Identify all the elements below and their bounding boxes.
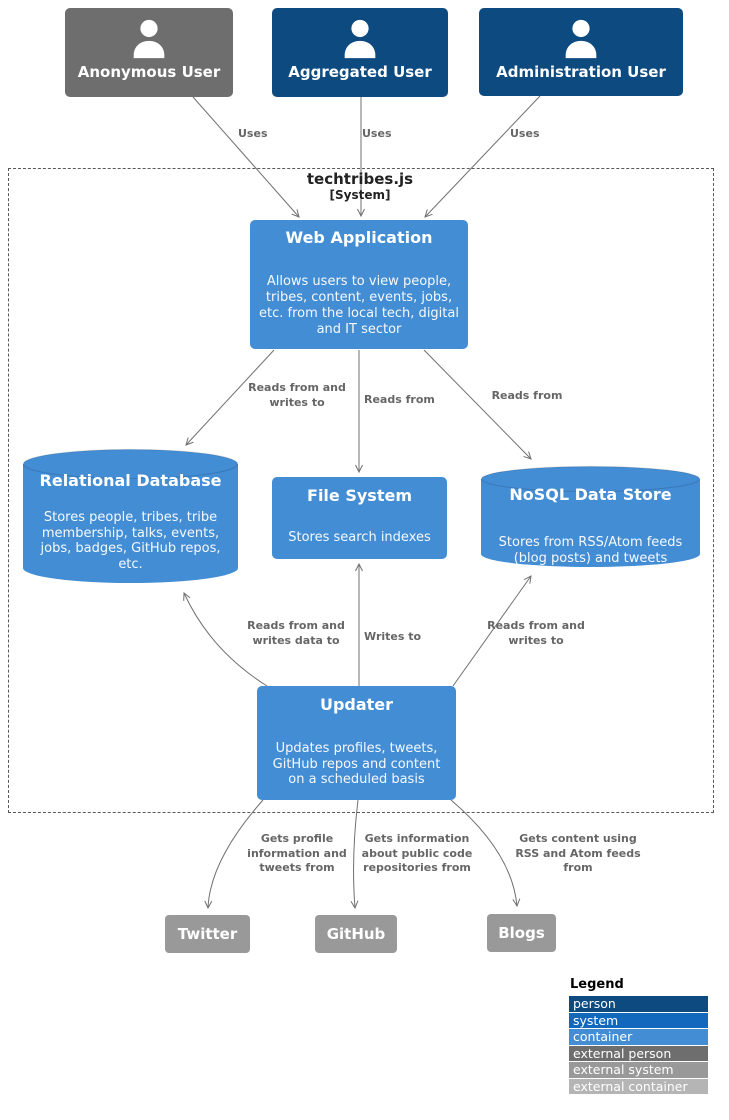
node-description: Stores search indexes bbox=[288, 530, 431, 545]
boundary-name: techtribes.js bbox=[306, 170, 414, 188]
edge-label-updater-to-twitter: Gets profile information and tweets from bbox=[247, 832, 347, 874]
node-description: Stores from RSS/Atom feeds (blog posts) … bbox=[498, 535, 683, 566]
actor-administration-user: Administration User bbox=[479, 8, 683, 96]
node-title: Relational Database bbox=[39, 471, 222, 490]
edge-updater-to-github bbox=[350, 799, 359, 910]
edge-label-updater-to-fs: Writes to bbox=[364, 630, 422, 643]
node-title: Updater bbox=[319, 695, 394, 714]
edge-label-updater-to-blogs: Gets content using RSS and Atom feeds fr… bbox=[515, 832, 641, 874]
edge-updater-to-rdb bbox=[183, 591, 268, 687]
legend-item-external-system: external system bbox=[569, 1062, 708, 1078]
boundary-type: [System] bbox=[329, 188, 391, 202]
actor-aggregated-user: Aggregated User bbox=[272, 8, 448, 97]
actor-anonymous-user: Anonymous User bbox=[65, 8, 233, 97]
edge-label-uses-administration: Uses bbox=[510, 127, 540, 140]
node-description: Updates profiles, tweets, GitHub repos a… bbox=[272, 741, 441, 787]
node-file-system: File System Stores search indexes bbox=[272, 477, 447, 559]
legend: Legend person system container external … bbox=[569, 977, 708, 1095]
boundary-title: techtribes.js [System] bbox=[260, 170, 460, 202]
edge-label-updater-to-github: Gets information about public code repos… bbox=[361, 832, 473, 874]
node-nosql-data-store: NoSQL Data Store Stores from RSS/Atom fe… bbox=[481, 466, 700, 567]
edge-label-web-to-nosql: Reads from bbox=[491, 389, 563, 402]
node-description: Stores people, tribes, tribe membership,… bbox=[40, 510, 221, 572]
edge-updater-to-twitter bbox=[204, 799, 264, 910]
database-cylinder bbox=[481, 466, 700, 567]
edge-anonymous-to-webapp bbox=[192, 96, 300, 218]
node-title: GitHub bbox=[326, 925, 386, 943]
legend-item-system: system bbox=[569, 1012, 708, 1028]
edge-updater-to-nosql bbox=[452, 575, 532, 687]
edge-administration-to-webapp bbox=[424, 95, 541, 218]
legend-item-container: container bbox=[569, 1029, 708, 1045]
edge-webapp-to-rdb bbox=[185, 349, 275, 446]
node-title: Blogs bbox=[498, 924, 545, 942]
person-icon bbox=[133, 19, 165, 59]
actor-label: Administration User bbox=[496, 63, 666, 81]
actor-label: Anonymous User bbox=[77, 63, 221, 81]
person-icon bbox=[565, 19, 597, 59]
node-twitter: Twitter bbox=[165, 915, 250, 953]
node-title: Web Application bbox=[285, 228, 433, 247]
node-title: NoSQL Data Store bbox=[509, 485, 672, 504]
database-cylinder bbox=[23, 449, 238, 583]
legend-item-external-container: external container bbox=[569, 1078, 708, 1094]
edge-updater-to-blogs bbox=[450, 799, 521, 908]
node-relational-database: Relational Database Stores people, tribe… bbox=[23, 449, 238, 583]
edge-label-updater-to-rdb: Reads from and writes data to bbox=[247, 619, 345, 647]
node-updater: Updater Updates profiles, tweets, GitHub… bbox=[257, 686, 456, 800]
node-web-application: Web Application Allows users to view peo… bbox=[250, 220, 468, 349]
edge-label-web-to-rdb: Reads from and writes to bbox=[248, 381, 346, 409]
actor-label: Aggregated User bbox=[288, 63, 432, 81]
node-blogs: Blogs bbox=[487, 914, 556, 952]
edge-webapp-to-nosql bbox=[423, 349, 532, 460]
legend-title: Legend bbox=[570, 977, 624, 992]
edge-label-updater-to-nosql: Reads from and writes to bbox=[487, 619, 585, 647]
legend-item-person: person bbox=[569, 996, 708, 1012]
node-title: File System bbox=[307, 486, 412, 505]
node-description: Allows users to view people, tribes, con… bbox=[259, 274, 459, 337]
edge-label-uses-aggregated: Uses bbox=[362, 127, 392, 140]
legend-item-external-person: external person bbox=[569, 1045, 708, 1061]
edge-label-web-to-fs: Reads from bbox=[364, 393, 435, 406]
edge-label-uses-anonymous: Uses bbox=[238, 127, 268, 140]
node-github: GitHub bbox=[315, 915, 397, 953]
node-title: Twitter bbox=[177, 925, 238, 943]
person-icon bbox=[344, 19, 376, 59]
